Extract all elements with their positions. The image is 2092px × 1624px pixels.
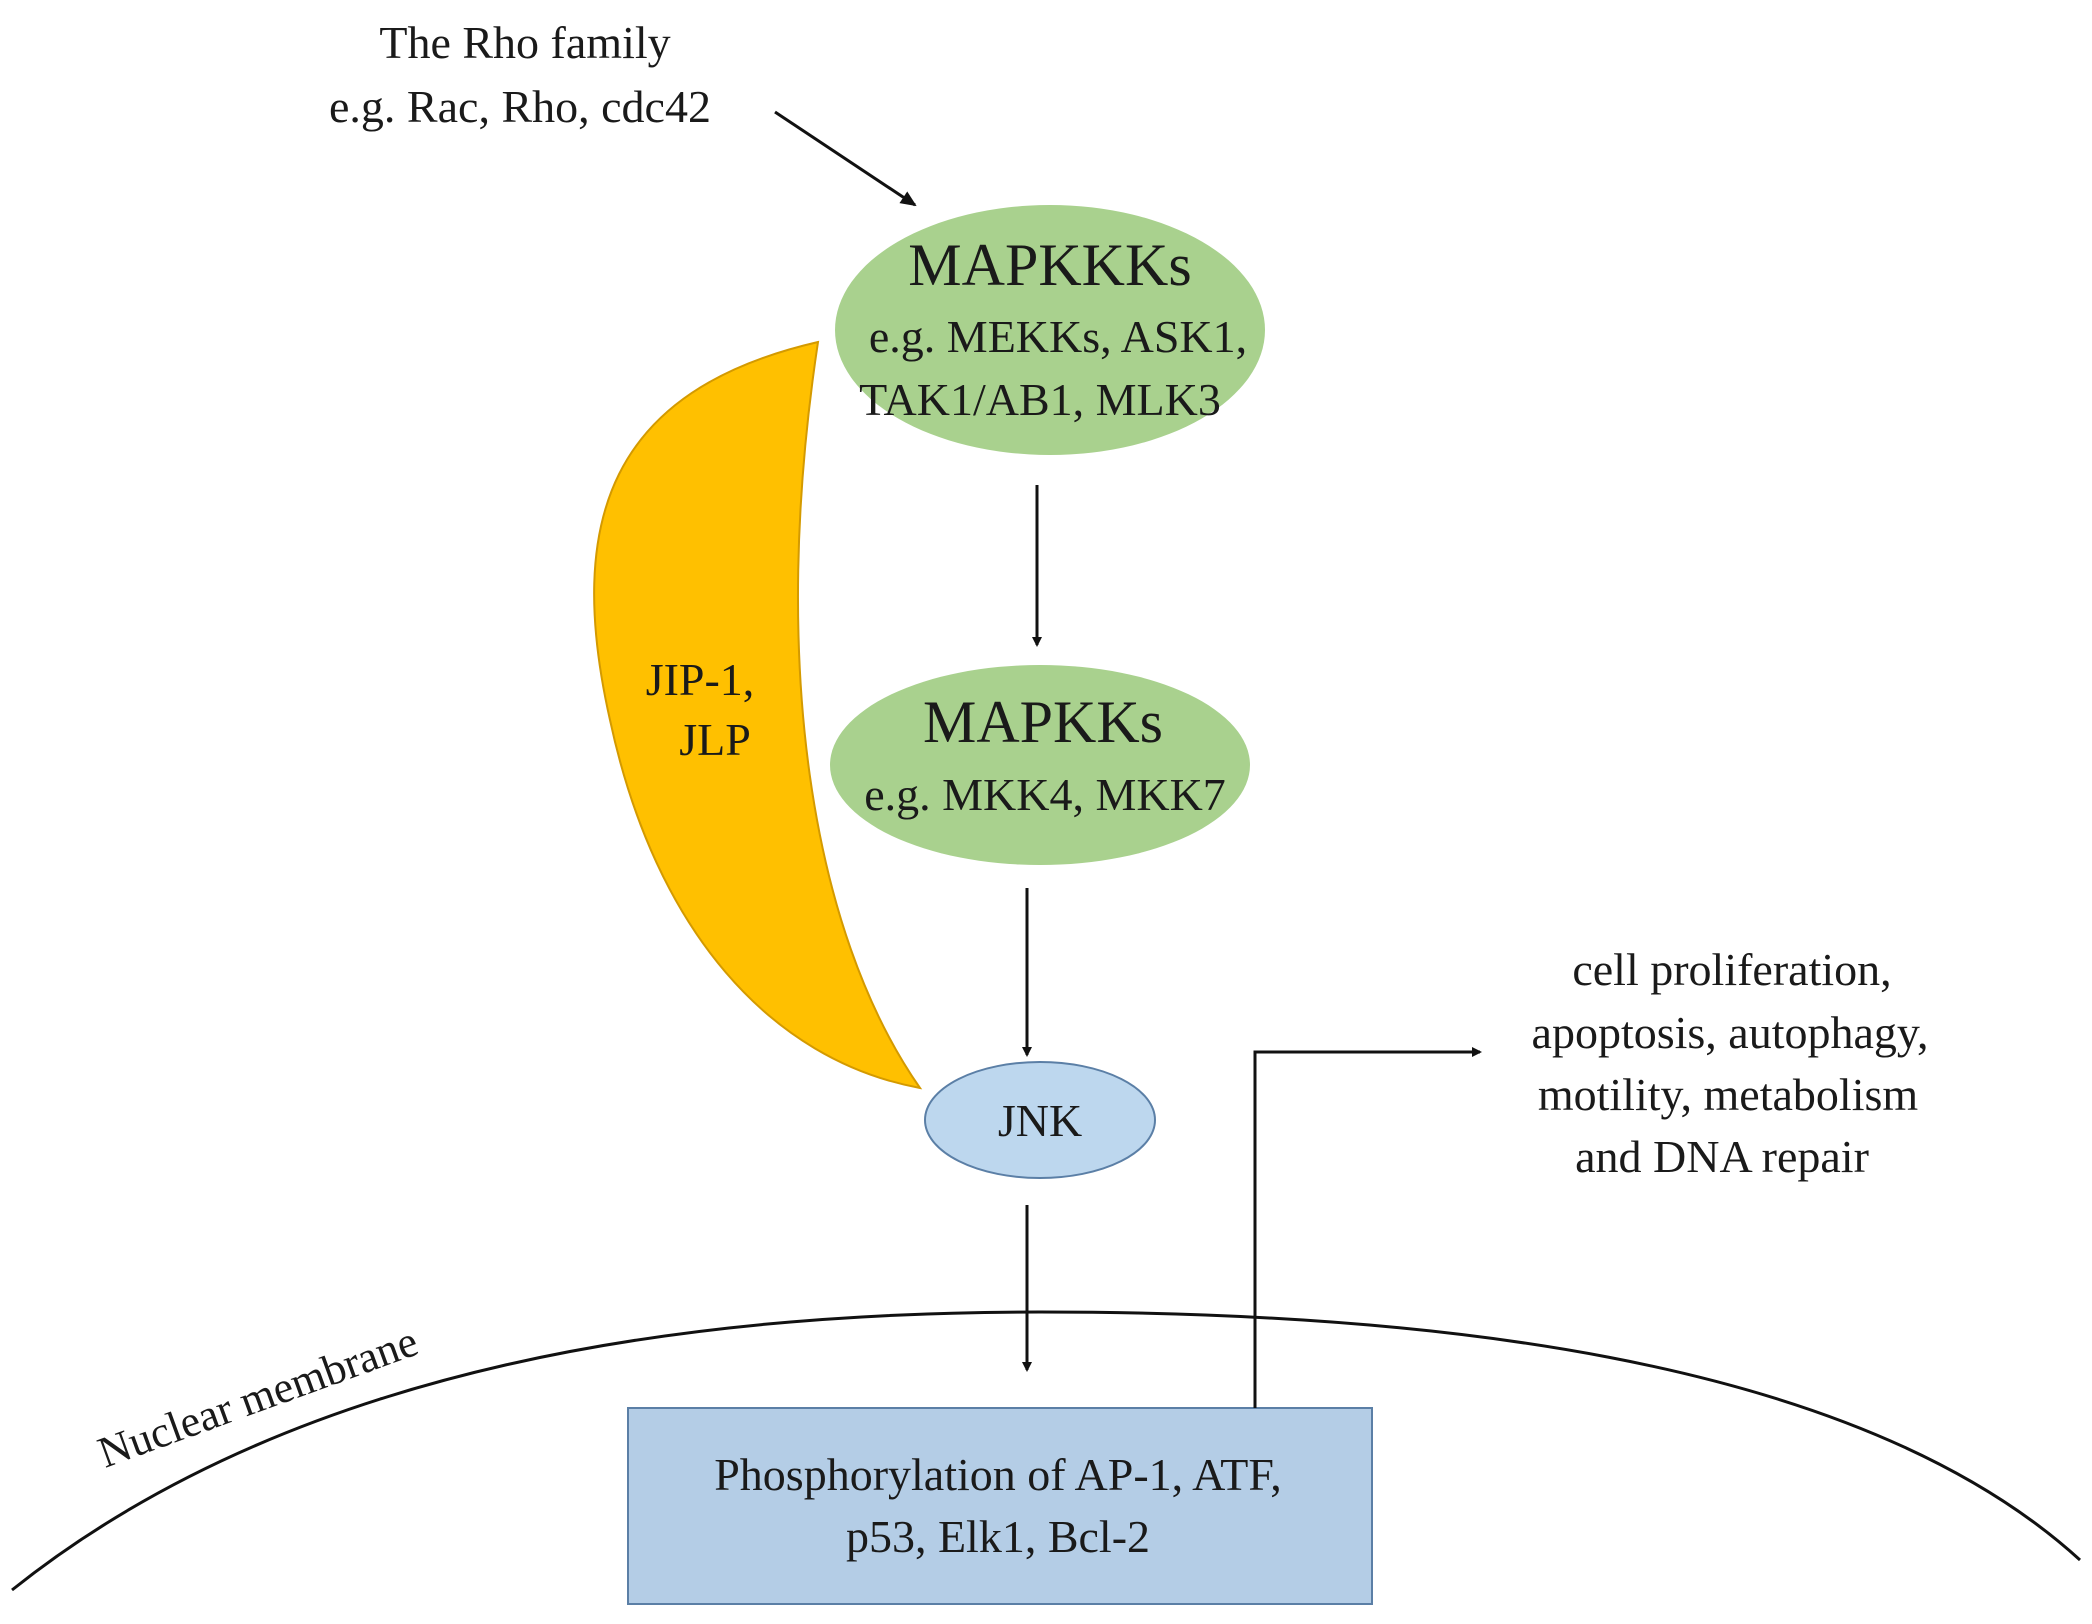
- outcomes-line1: cell proliferation,: [1572, 944, 1891, 995]
- arrow-nucleus-to-outcomes: [1253, 1047, 1482, 1408]
- mapkkk-node: [835, 205, 1265, 455]
- outcomes-line4: and DNA repair: [1575, 1131, 1869, 1182]
- arrow-rho-to-mapkkk: [774, 110, 917, 207]
- nuclear-membrane: [11, 1310, 2082, 1592]
- rho-family-title: The Rho family: [379, 17, 670, 68]
- outcomes-line3: motility, metabolism: [1538, 1069, 1919, 1120]
- rho-family-examples: e.g. Rac, Rho, cdc42: [329, 81, 711, 132]
- phosphorylation-box: [627, 1407, 1373, 1605]
- mapkkk-examples-line2: TAK1/AB1, MLK3: [859, 374, 1221, 425]
- phosphorylation-line2: p53, Elk1, Bcl-2: [846, 1511, 1150, 1562]
- scaffold-label-line2: JLP: [679, 714, 751, 765]
- scaffold-label-line1: JIP-1,: [646, 654, 755, 705]
- jip1-jlp-scaffold: [593, 340, 923, 1090]
- mapkk-node: [830, 665, 1250, 865]
- mapkkk-title: MAPKKKs: [908, 232, 1191, 298]
- mapkk-title: MAPKKs: [923, 689, 1163, 755]
- jnk-node: [924, 1061, 1156, 1179]
- nuclear-membrane-label: Nuclear membrane: [92, 1316, 424, 1477]
- mapkk-examples: e.g. MKK4, MKK7: [864, 769, 1226, 820]
- phosphorylation-line1: Phosphorylation of AP-1, ATF,: [714, 1449, 1282, 1500]
- mapkkk-examples-line1: e.g. MEKKs, ASK1,: [869, 311, 1247, 362]
- jnk-label: JNK: [998, 1095, 1082, 1146]
- outcomes-line2: apoptosis, autophagy,: [1532, 1007, 1929, 1058]
